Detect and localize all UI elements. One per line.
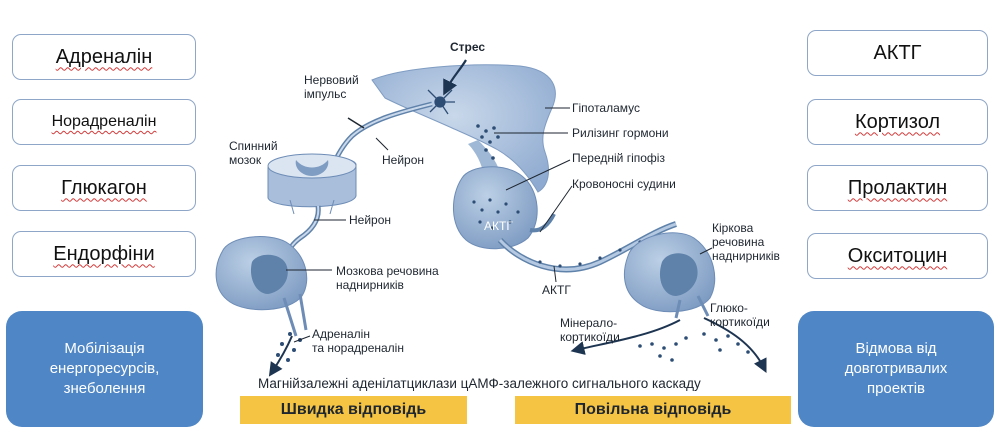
bottom-caption: Магнійзалежні аденілатциклази цАМФ-залеж… [258,376,701,391]
label-glucocorticoids-2: кортикоїди [710,315,770,329]
stress-arrow [443,59,467,96]
label-neuron-upper: Нейрон [382,153,424,167]
hormone-box-actg: АКТГ [807,30,988,76]
fast-response-arrow [268,335,293,377]
hormone-box-glucagon: Глюкагон [12,165,196,211]
slow-response-label: Повільна відповідь [574,401,732,418]
hormone-label: Адреналін [55,45,153,68]
label-spinal-cord-1: Спинний [229,139,278,153]
mineralocorticoid-arrow [570,319,681,355]
label-stress: Стрес [450,40,485,54]
label-hypothalamus: Гіпоталамус [572,101,640,115]
label-adrenaline-1: Адреналін [312,327,370,341]
label-adrenaline-2: та норадреналін [312,341,404,355]
hormone-box-noradrenaline: Норадреналін [12,99,196,145]
adrenal-gland-left [215,236,308,337]
label-adrenal-medulla-2: наднирників [336,278,404,292]
label-adrenal-cortex-2: речовина [712,235,765,249]
hormone-label: Глюкагон [61,176,147,199]
adrenal-gland-right [623,232,716,319]
hormone-box-cortisol: Кортизол [807,99,988,145]
hormone-box-prolactin: Пролактин [807,165,988,211]
fast-response-label: Швидка відповідь [280,401,427,418]
hormone-label: Ендорфіни [53,242,155,265]
label-adrenal-cortex-3: наднирників [712,249,780,263]
label-anterior-pituitary: Передній гіпофіз [572,151,665,165]
label-mineralocorticoids-1: Мінерало- [560,316,617,330]
label-neuron-lower: Нейрон [349,213,391,227]
hormone-label: Кортизол [854,110,941,133]
label-blood-vessels: Кровоносні судини [572,177,676,191]
hypothalamus-neuron [427,89,455,115]
hypothalamus-tissue [371,64,556,193]
hormone-label: Пролактин [847,176,948,199]
label-adrenal-cortex-1: Кіркова [712,221,754,235]
hormone-label: АКТГ [873,41,922,64]
hormone-box-adrenaline: Адреналін [12,34,196,80]
label-mineralocorticoids-2: кортикоїди [560,330,620,344]
hormone-box-oxytocin: Окситоцин [807,233,988,279]
anterior-pituitary-gland [452,166,538,250]
fast-response-bar: Швидка відповідь [240,396,467,424]
adrenaline-dots [276,332,302,362]
label-spinal-cord-2: мозок [229,153,262,167]
nerve-impulse-tick [347,117,365,129]
spinal-cord [267,153,357,215]
releasing-hormone-dots [472,124,520,230]
leader-lines [286,107,713,343]
hormone-box-endorphins: Ендорфіни [12,231,196,277]
label-releasing-hormones: Рилізинг гормони [572,126,669,140]
slow-response-bar: Повільна відповідь [515,396,791,424]
hormone-label: Окситоцин [847,244,948,267]
label-actg-gland: АКТГ [484,219,513,233]
label-actg-vessel: АКТГ [542,283,571,297]
label-adrenal-medulla-1: Мозкова речовина [336,264,439,278]
glucocorticoid-arrow [703,317,767,374]
label-nerve-impulse-1: Нервовий [304,73,359,87]
hormone-label: Норадреналін [51,113,157,130]
label-glucocorticoids-1: Глюко- [710,301,748,315]
label-nerve-impulse-2: імпульс [304,87,346,101]
right-effect-box: Відмова від довготривалих проектів [798,311,994,427]
corticoid-dots [638,332,750,362]
left-effect-box: Мобілізація енергоресурсів, знеболення [6,311,203,427]
